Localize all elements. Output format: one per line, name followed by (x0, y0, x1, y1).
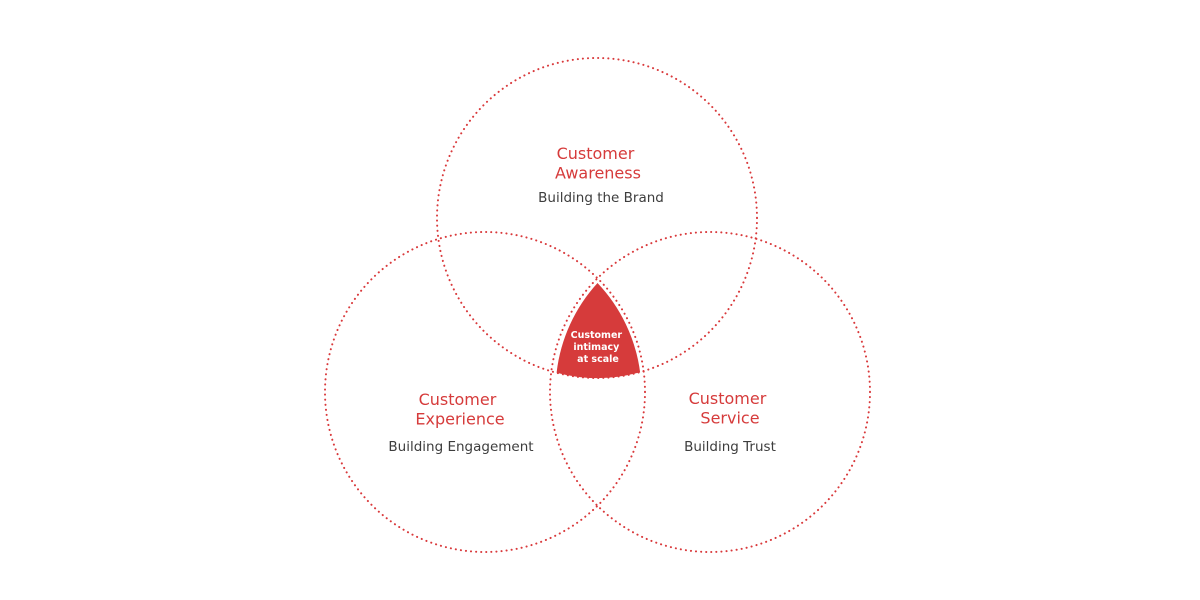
awareness-title-line-1: Customer (557, 144, 635, 163)
circle-customer-experience (324, 231, 646, 553)
intersection-label-line-1: Customer (571, 330, 623, 341)
awareness-subtitle: Building the Brand (538, 190, 664, 206)
center-intersection-region (556, 283, 641, 378)
awareness-title-line-2: Awareness (555, 164, 641, 183)
intersection-label-line-2: intimacy (573, 342, 620, 353)
experience-title-line-1: Customer (419, 390, 497, 409)
service-title: Customer Service (689, 389, 772, 428)
experience-title: Customer Experience (415, 390, 504, 429)
experience-title-line-2: Experience (415, 410, 504, 429)
service-title-line-2: Service (700, 409, 759, 428)
circle-customer-service (549, 231, 871, 553)
circle-customer-awareness (436, 57, 758, 379)
service-subtitle: Building Trust (684, 439, 776, 455)
service-title-line-1: Customer (689, 389, 767, 408)
awareness-title: Customer Awareness (555, 144, 641, 183)
intersection-label-line-3: at scale (577, 354, 619, 365)
experience-subtitle: Building Engagement (388, 439, 533, 455)
intersection-label: Customer intimacy at scale (571, 330, 626, 365)
